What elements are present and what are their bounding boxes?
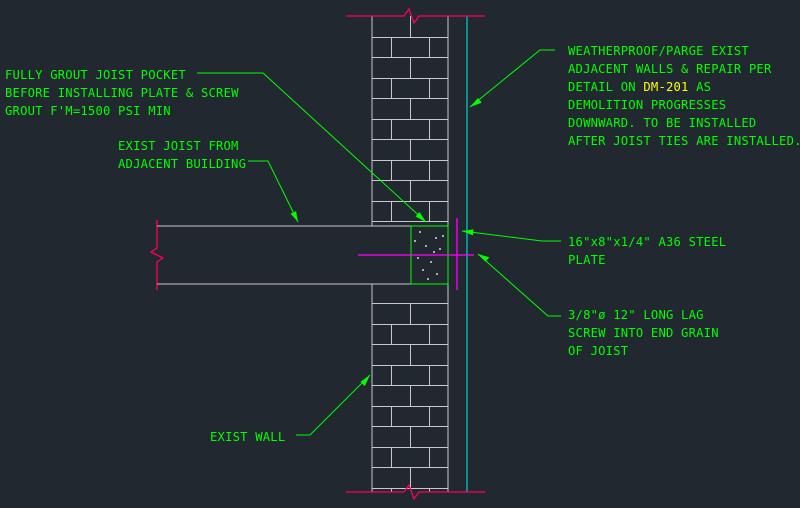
screw-leader-arrowhead [478,254,490,262]
joist-break-line [149,220,165,290]
weatherproof-leader-arrowhead [470,98,482,107]
grout-speck [425,245,427,247]
leaders [197,49,561,436]
wall-break-line-top [346,7,485,25]
screw-leader [477,253,561,317]
note-joist-line-2: ADJACENT BUILDING [118,157,246,171]
joist-leader [248,160,299,223]
plate-leader-arrowhead [462,229,474,236]
grout-speck [422,269,424,271]
weatherproof-leader [469,49,555,108]
note-joist-line-1: EXIST JOIST FROM [118,139,239,153]
wall-leader [296,374,371,436]
grout-speck [436,273,438,275]
note-weatherproof: WEATHERPROOF/PARGE EXIST ADJACENT WALLS … [568,44,800,148]
note-wall-line-1: EXIST WALL [210,430,285,444]
wall-leader-arrowhead [360,375,370,387]
note-weatherproof-line-3-suffix: AS [689,80,712,94]
detail-reference-dm-201: DM-201 [643,80,688,94]
existing-joist [157,225,411,285]
note-grout-line-3: GROUT F'M=1500 PSI MIN [5,104,171,118]
note-weatherproof-line-3: DETAIL ON DM-201 AS [568,80,711,94]
note-weatherproof-line-1: WEATHERPROOF/PARGE EXIST [568,44,749,58]
grout-speck [433,251,435,253]
note-grout-pocket: FULLY GROUT JOIST POCKET BEFORE INSTALLI… [5,68,239,118]
grout-speck [435,237,437,239]
note-steel-plate: 16"x8"x1/4" A36 STEEL PLATE [568,235,726,267]
note-plate-line-2: PLATE [568,253,606,267]
note-plate-line-1: 16"x8"x1/4" A36 STEEL [568,235,726,249]
grout-speck [430,261,432,263]
note-existing-wall: EXIST WALL [210,430,285,444]
note-screw-line-2: SCREW INTO END GRAIN [568,326,719,340]
grout-speck [419,231,421,233]
note-screw-line-3: OF JOIST [568,344,629,358]
grout-stipple [414,231,444,280]
grout-speck [427,278,429,280]
note-existing-joist: EXIST JOIST FROM ADJACENT BUILDING [118,139,246,171]
grout-leader [197,72,427,223]
note-weatherproof-line-6: AFTER JOIST TIES ARE INSTALLED. [568,134,800,148]
plate-leader [461,230,561,242]
note-weatherproof-line-5: DOWNWARD. TO BE INSTALLED [568,116,756,130]
wall-break-line-bottom [346,483,485,501]
grout-leader-arrowhead [415,212,426,222]
note-weatherproof-line-4: DEMOLITION PROGRESSES [568,98,726,112]
grout-speck [442,235,444,237]
joist-leader-arrowhead [290,211,298,222]
grout-speck [439,248,441,250]
grout-speck [414,240,416,242]
note-grout-line-2: BEFORE INSTALLING PLATE & SCREW [5,86,239,100]
grout-speck [417,257,419,259]
note-weatherproof-line-2: ADJACENT WALLS & REPAIR PER [568,62,772,76]
leader-arrowheads [290,98,490,387]
note-screw-line-1: 3/8"ø 12" LONG LAG [568,308,704,322]
note-weatherproof-line-3-prefix: DETAIL ON [568,80,643,94]
note-grout-line-1: FULLY GROUT JOIST POCKET [5,68,186,82]
note-lag-screw: 3/8"ø 12" LONG LAG SCREW INTO END GRAIN … [568,308,719,358]
